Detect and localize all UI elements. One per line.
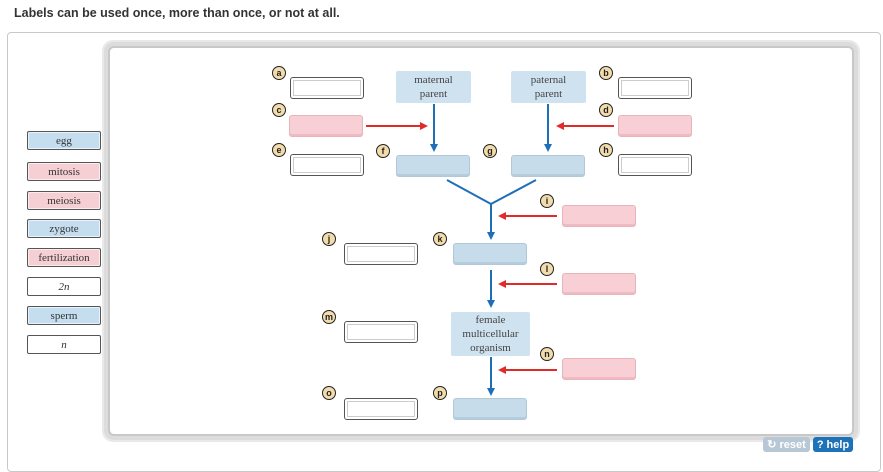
reset-icon: ↻: [767, 439, 777, 451]
converge-left: [446, 179, 492, 205]
help-icon: ?: [816, 438, 824, 451]
badge-h: h: [599, 143, 613, 157]
drop-target-l[interactable]: [562, 273, 636, 295]
drop-target-n[interactable]: [562, 358, 636, 380]
drop-target-e[interactable]: [290, 154, 364, 176]
instructions-text: Labels can be used once, more than once,…: [14, 6, 340, 20]
drop-target-b[interactable]: [618, 77, 692, 99]
female-organism-box: female multicellular organism: [451, 312, 530, 356]
label-mitosis[interactable]: mitosis: [27, 162, 101, 181]
badge-j: j: [322, 232, 336, 246]
label-zygote[interactable]: zygote: [27, 219, 101, 238]
badge-l: l: [540, 262, 554, 276]
label-text: egg: [56, 134, 72, 147]
drop-target-k[interactable]: [453, 243, 527, 265]
label-text: fertilization: [38, 251, 90, 264]
label-text: 2n: [58, 280, 70, 293]
badge-o: o: [322, 386, 336, 400]
drop-target-j[interactable]: [344, 243, 418, 265]
badge-g: g: [483, 144, 497, 158]
label-text: meiosis: [47, 194, 81, 207]
badge-p: p: [433, 386, 447, 400]
drop-target-p[interactable]: [453, 398, 527, 420]
maternal-parent-box: maternal parent: [396, 71, 471, 103]
drop-target-o[interactable]: [344, 398, 418, 420]
drop-target-i[interactable]: [562, 205, 636, 227]
drop-target-g[interactable]: [511, 155, 585, 177]
badge-d: d: [599, 103, 613, 117]
converge-right: [490, 179, 537, 205]
drop-target-d[interactable]: [618, 115, 692, 137]
drop-target-c[interactable]: [289, 115, 363, 137]
label-sperm[interactable]: sperm: [27, 306, 101, 325]
reset-button[interactable]: ↻ reset: [763, 437, 810, 452]
badge-c: c: [272, 103, 286, 117]
label-2n[interactable]: 2n: [27, 277, 101, 296]
paternal-parent-box: paternal parent: [511, 71, 586, 103]
badge-m: m: [322, 310, 336, 324]
label-meiosis[interactable]: meiosis: [27, 191, 101, 210]
diagram-canvas: [110, 48, 852, 434]
badge-k: k: [433, 232, 447, 246]
drop-target-a[interactable]: [290, 77, 364, 99]
label-text: zygote: [49, 222, 79, 235]
label-text: sperm: [50, 309, 78, 322]
label-egg[interactable]: egg: [27, 131, 101, 150]
badge-i: i: [540, 194, 554, 208]
reset-label: reset: [779, 438, 806, 451]
badge-e: e: [272, 143, 286, 157]
badge-n: n: [540, 347, 554, 361]
label-text: mitosis: [48, 165, 80, 178]
label-n[interactable]: n: [27, 335, 101, 354]
badge-f: f: [376, 144, 390, 158]
label-text: n: [61, 338, 67, 351]
label-fertilization[interactable]: fertilization: [27, 248, 101, 267]
drop-target-f[interactable]: [396, 155, 470, 177]
help-label: help: [826, 438, 850, 451]
drop-target-m[interactable]: [344, 321, 418, 343]
help-button[interactable]: ? help: [813, 437, 853, 452]
badge-a: a: [272, 66, 286, 80]
drop-target-h[interactable]: [618, 154, 692, 176]
badge-b: b: [599, 66, 613, 80]
